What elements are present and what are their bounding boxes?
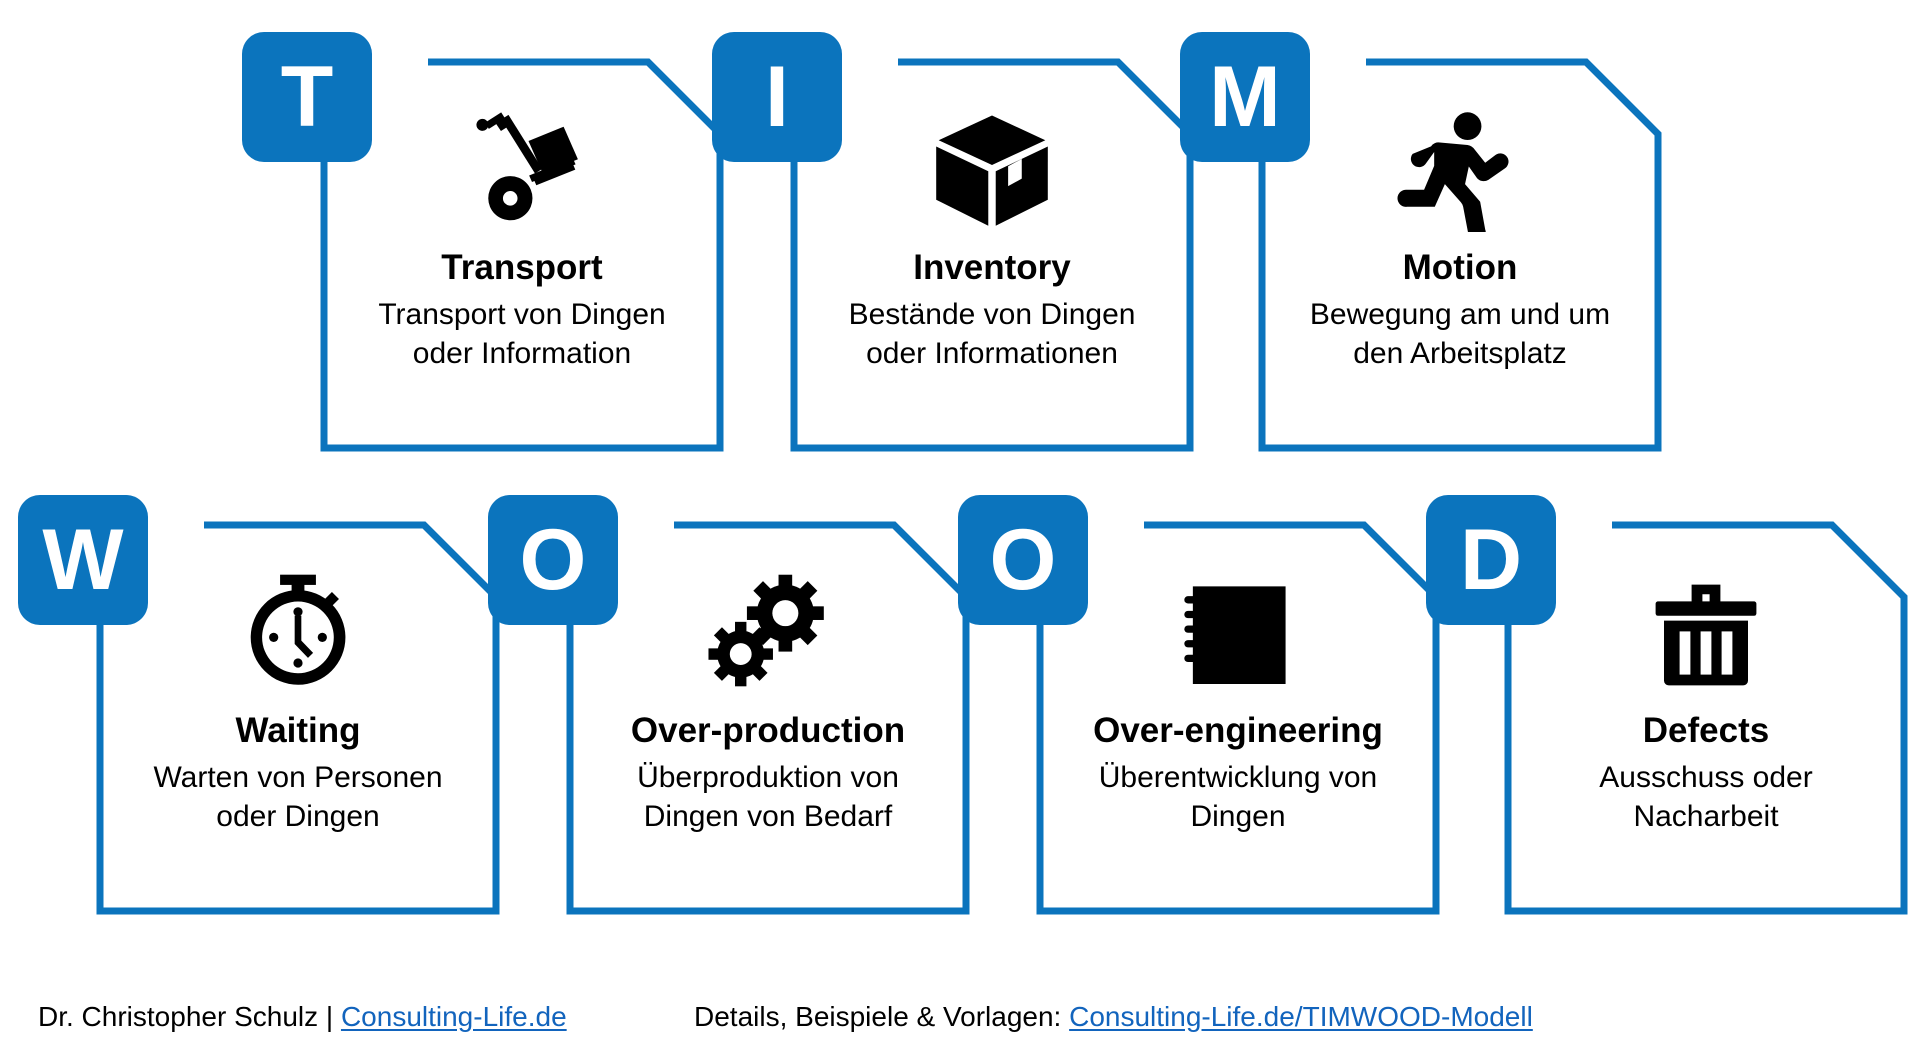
card-outline: [566, 521, 970, 915]
card-content: Waiting Warten von Personen oder Dingen: [96, 545, 500, 836]
card-content: Transport Transport von Dingen oder Info…: [320, 82, 724, 373]
badge-letter-o-engineering: O: [958, 495, 1088, 625]
badge-letter-text: M: [1209, 49, 1281, 145]
card-motion[interactable]: M Motion Bewegung am und um den Arbeitsp…: [1180, 32, 1662, 452]
box-icon: [790, 82, 1194, 232]
hand-truck-icon: [320, 82, 724, 232]
card-title: Waiting: [235, 711, 361, 750]
card-description: Transport von Dingen oder Information: [378, 297, 666, 370]
footer: Dr. Christopher Schulz | Consulting-Life…: [0, 1000, 1924, 1048]
footer-author-name: Dr. Christopher Schulz |: [38, 1001, 341, 1032]
card-description: Ausschuss oder Nacharbeit: [1599, 760, 1813, 833]
card-content: Motion Bewegung am und um den Arbeitspla…: [1258, 82, 1662, 373]
card-description: Warten von Personen oder Dingen: [153, 760, 443, 833]
badge-letter-t: T: [242, 32, 372, 162]
card-description: Überentwicklung von Dingen: [1098, 760, 1378, 833]
footer-details-link[interactable]: Consulting-Life.de/TIMWOOD-Modell: [1069, 1001, 1533, 1032]
card-description: Bewegung am und um den Arbeitsplatz: [1309, 297, 1611, 370]
badge-letter-text: O: [519, 512, 587, 608]
badge-letter-w: W: [18, 495, 148, 625]
badge-letter-text: I: [765, 49, 789, 145]
badge-letter-text: O: [989, 512, 1057, 608]
card-outline: [96, 521, 500, 915]
running-person-icon: [1258, 82, 1662, 232]
footer-author-link[interactable]: Consulting-Life.de: [340, 1001, 567, 1032]
card-outline: [1504, 521, 1908, 915]
card-over-production[interactable]: O: [488, 495, 970, 915]
card-title: Over-engineering: [1093, 711, 1383, 750]
card-title: Inventory: [913, 248, 1071, 287]
card-title: Defects: [1642, 711, 1770, 750]
trash-bin-icon: [1504, 545, 1908, 695]
card-transport[interactable]: T Transport Transpor: [242, 32, 724, 452]
card-title: Over-production: [630, 711, 906, 750]
stopwatch-icon: [96, 545, 500, 695]
strategy-board-icon: [1036, 545, 1440, 695]
card-outline: [320, 58, 724, 452]
card-title: Transport: [441, 248, 603, 287]
card-content: Defects Ausschuss oder Nacharbeit: [1504, 545, 1908, 836]
card-content: Over-production Überproduktion von Dinge…: [566, 545, 970, 836]
card-over-engineering[interactable]: O: [958, 495, 1440, 915]
card-inventory[interactable]: I Inventory Bestände von Dingen oder Inf…: [712, 32, 1194, 452]
badge-letter-d: D: [1426, 495, 1556, 625]
card-outline: [1036, 521, 1440, 915]
footer-author: Dr. Christopher Schulz | Consulting-Life…: [38, 1000, 567, 1034]
card-defects[interactable]: D: [1426, 495, 1908, 915]
card-content: Inventory Bestände von Dingen oder Infor…: [790, 82, 1194, 373]
card-description: Überproduktion von Dingen von Bedarf: [637, 760, 899, 833]
badge-letter-m: M: [1180, 32, 1310, 162]
gears-icon: [566, 545, 970, 695]
badge-letter-o-production: O: [488, 495, 618, 625]
badge-letter-i: I: [712, 32, 842, 162]
footer-details: Details, Beispiele & Vorlagen: Consultin…: [694, 1000, 1533, 1034]
card-outline: [1258, 58, 1662, 452]
badge-letter-text: T: [280, 49, 334, 145]
footer-details-label: Details, Beispiele & Vorlagen:: [694, 1001, 1070, 1032]
badge-letter-text: W: [42, 512, 124, 608]
badge-letter-text: D: [1459, 512, 1523, 608]
card-content: Over-engineering Überentwicklung von Din…: [1036, 545, 1440, 836]
card-description: Bestände von Dingen oder Informationen: [848, 297, 1136, 370]
card-outline: [790, 58, 1194, 452]
card-waiting[interactable]: W Waiting: [18, 495, 500, 915]
card-title: Motion: [1402, 248, 1518, 287]
